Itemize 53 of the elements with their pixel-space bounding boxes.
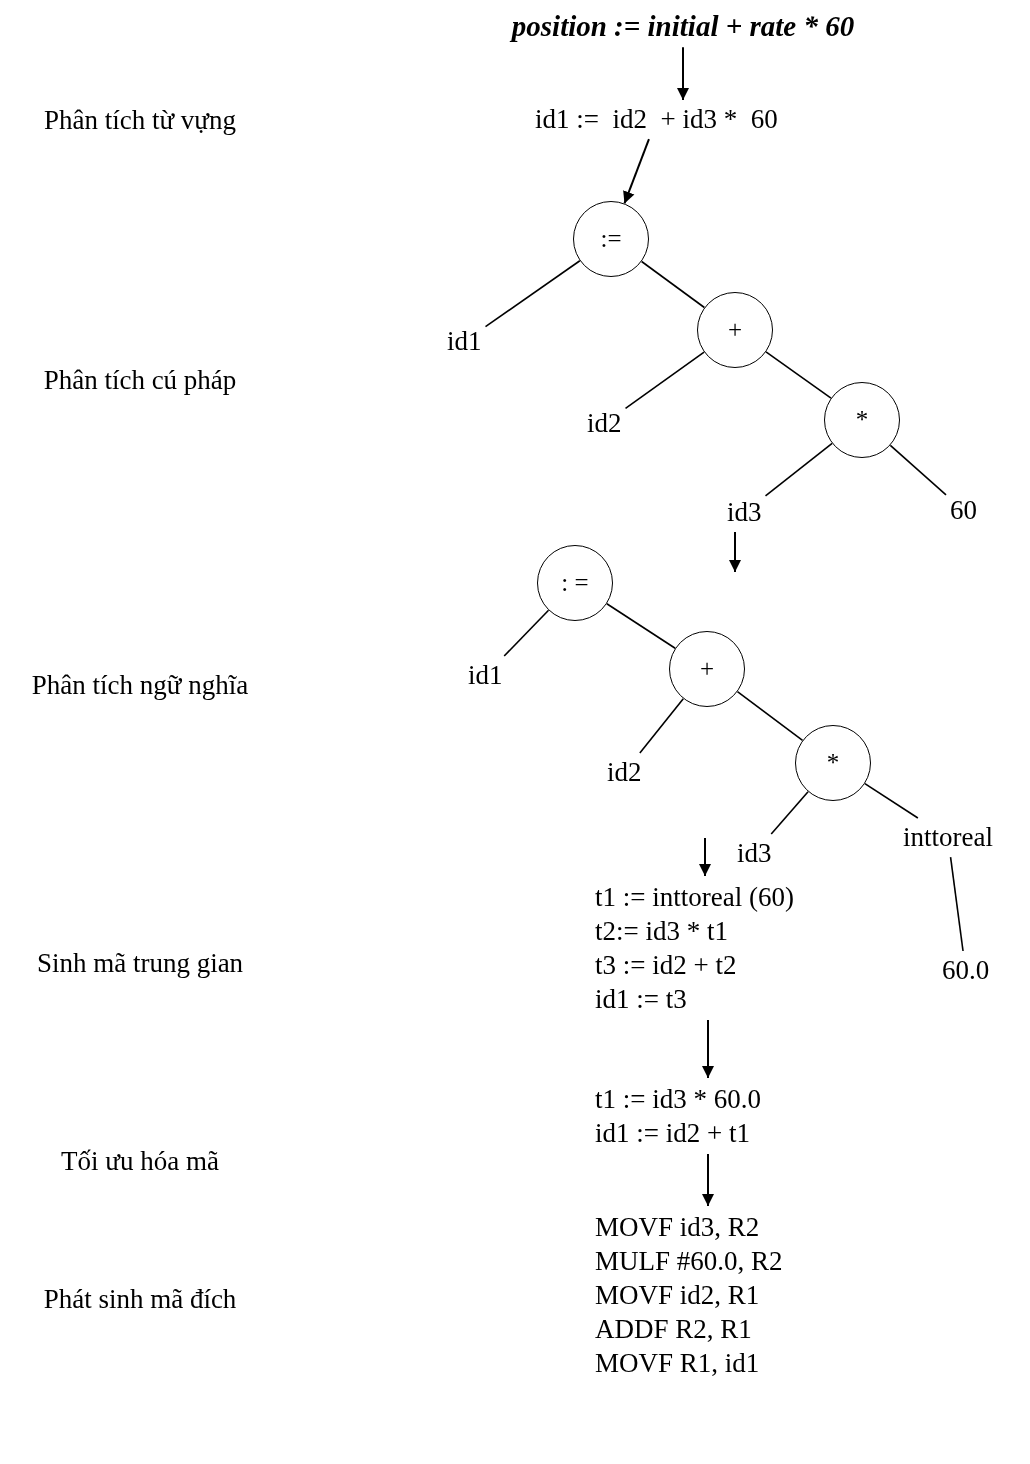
operator-circle: + bbox=[697, 292, 773, 368]
code-line: MOVF id2, R1 bbox=[595, 1279, 760, 1312]
code-line: MOVF id3, R2 bbox=[595, 1211, 760, 1244]
tree-leaf: inttoreal bbox=[903, 822, 993, 854]
tree-line bbox=[624, 351, 705, 410]
tree-leaf: 60 bbox=[950, 495, 977, 527]
token-stream: id1 := id2 + id3 * 60 bbox=[535, 104, 778, 136]
tree-leaf: id2 bbox=[607, 757, 642, 789]
code-line: t1 := id3 * 60.0 bbox=[595, 1083, 761, 1116]
phase-label: Tối ưu hóa mã bbox=[61, 1146, 219, 1178]
code-line: id1 := t3 bbox=[595, 983, 687, 1016]
code-line: ADDF R2, R1 bbox=[595, 1313, 752, 1346]
tree-line bbox=[639, 697, 685, 754]
tree-leaf: id1 bbox=[447, 326, 482, 358]
arrow bbox=[702, 1153, 714, 1207]
code-line: t1 := inttoreal (60) bbox=[595, 881, 794, 914]
arrow bbox=[729, 531, 741, 573]
operator-circle: : = bbox=[537, 545, 613, 621]
phase-label: Sinh mã trung gian bbox=[36, 948, 244, 980]
tree-line bbox=[864, 782, 919, 819]
phase-label: Phân tích cú pháp bbox=[43, 365, 237, 397]
operator-circle: := bbox=[573, 201, 649, 277]
tree-line bbox=[949, 856, 964, 952]
tree-line bbox=[640, 260, 706, 309]
phase-label: Phát sinh mã đích bbox=[43, 1284, 237, 1316]
code-line: id1 := id2 + t1 bbox=[595, 1117, 750, 1150]
tree-leaf: id3 bbox=[737, 838, 772, 870]
code-line: MULF #60.0, R2 bbox=[595, 1245, 783, 1278]
tree-line bbox=[770, 790, 809, 835]
operator-circle: * bbox=[795, 725, 871, 801]
tree-leaf: id2 bbox=[587, 408, 622, 440]
phase-label: Phân tích từ vựng bbox=[44, 105, 236, 137]
phase-label: Phân tích ngữ nghĩa bbox=[31, 670, 249, 702]
arrow bbox=[677, 46, 689, 101]
tree-line bbox=[503, 609, 550, 657]
tree-line bbox=[764, 442, 833, 497]
tree-line bbox=[606, 602, 676, 650]
tree-leaf: id1 bbox=[468, 660, 503, 692]
operator-circle: * bbox=[824, 382, 900, 458]
arrow bbox=[699, 837, 711, 877]
code-line: t2:= id3 * t1 bbox=[595, 915, 728, 948]
arrow bbox=[623, 138, 650, 205]
tree-leaf: id3 bbox=[727, 497, 762, 529]
source-statement: position := initial + rate * 60 bbox=[511, 10, 855, 44]
tree-leaf: 60.0 bbox=[942, 955, 990, 987]
tree-line bbox=[765, 351, 832, 399]
code-line: t3 := id2 + t2 bbox=[595, 949, 737, 982]
tree-line bbox=[736, 690, 804, 742]
operator-circle: + bbox=[669, 631, 745, 707]
arrow bbox=[702, 1019, 714, 1079]
code-line: MOVF R1, id1 bbox=[595, 1347, 760, 1380]
tree-line bbox=[889, 444, 947, 496]
tree-line bbox=[484, 259, 581, 328]
